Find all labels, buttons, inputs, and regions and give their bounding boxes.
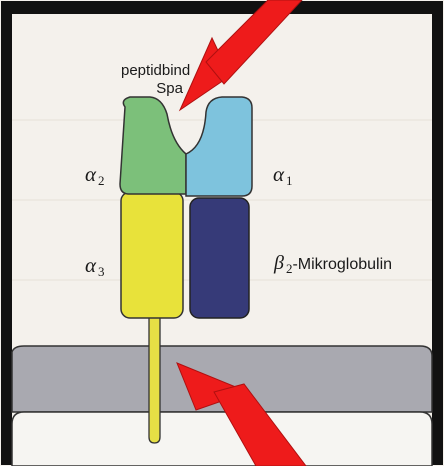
beta2-symbol: β [274,252,284,274]
alpha1-symbol: α [273,162,284,186]
alpha2-index: 2 [98,173,105,188]
beta2-text: -Mikroglobulin [292,256,392,273]
beta2-microglobulin-domain [190,198,249,318]
alpha1-index: 1 [286,173,293,188]
peptide-label-line1: peptidbind [121,62,190,80]
alpha2-symbol: α [85,162,96,186]
peptide-label-line2: Spa [121,80,190,98]
transmembrane-anchor [149,314,160,443]
peptide-binding-groove-label: peptidbind Spa [121,62,190,98]
alpha3-index: 3 [98,264,105,279]
alpha3-symbol: α [85,253,96,277]
alpha3-domain [121,192,183,318]
cytoplasm [12,412,432,466]
